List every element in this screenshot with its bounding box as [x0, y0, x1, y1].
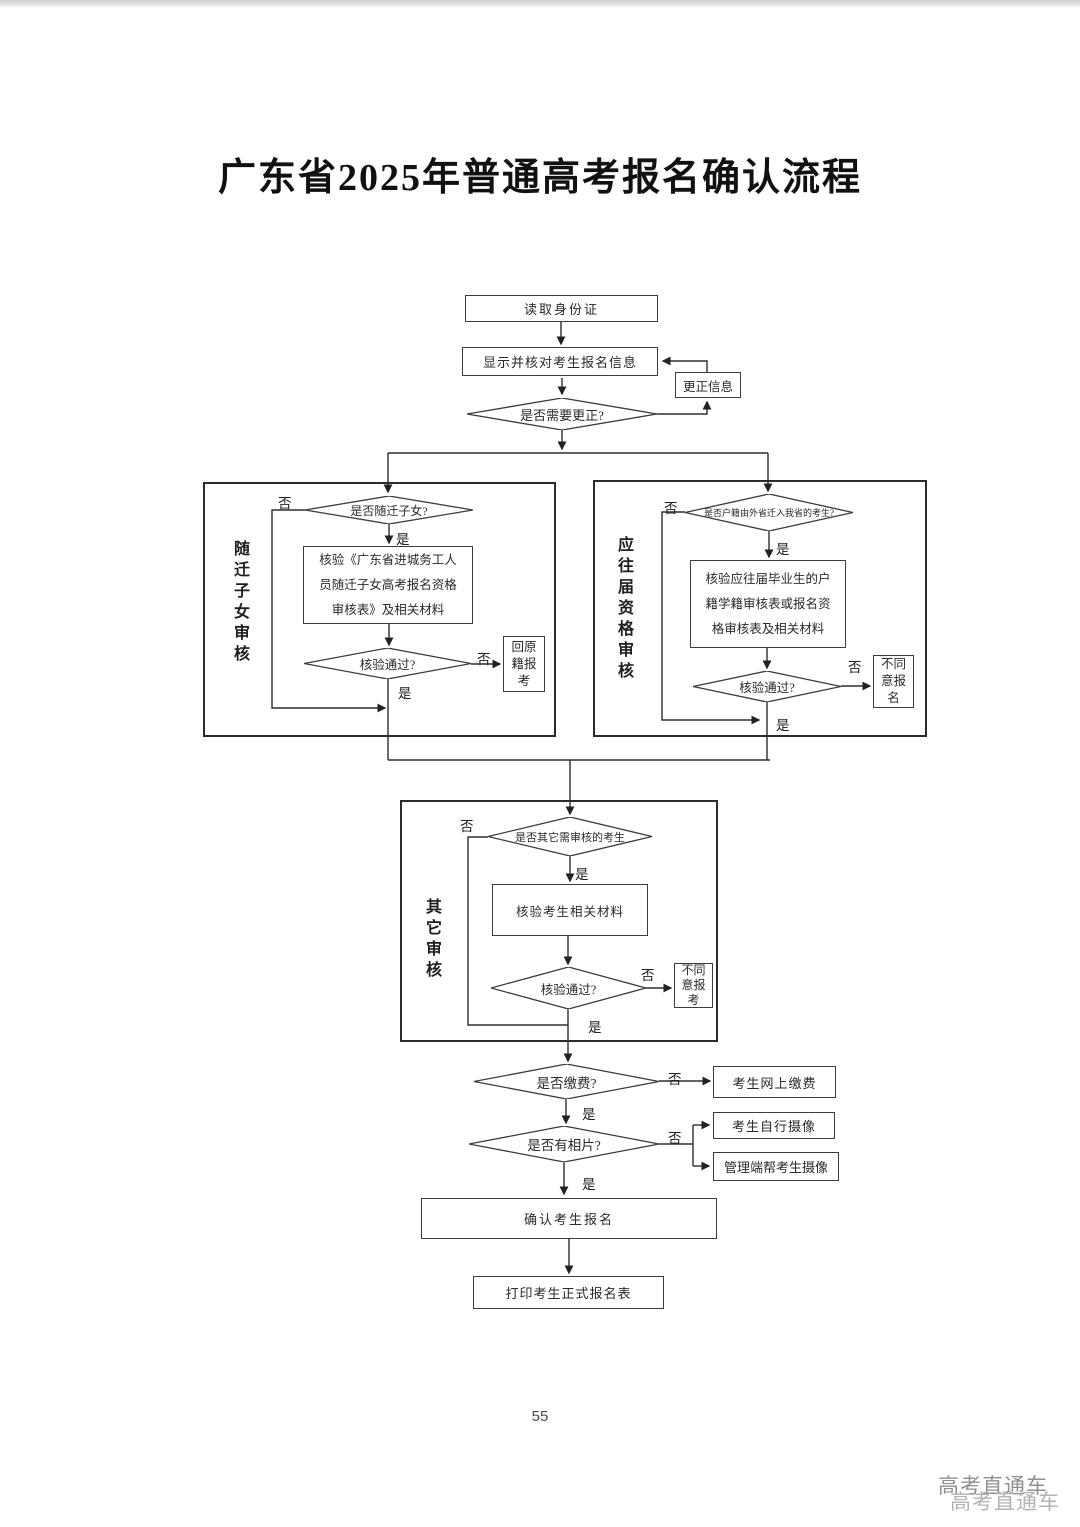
decision-is-paid-label: 是否缴费?	[536, 1075, 597, 1091]
decision-has-photo: 是否有相片?	[469, 1126, 659, 1162]
page-title: 广东省2025年普通高考报名确认流程	[217, 157, 862, 199]
diamond-shape	[467, 398, 657, 430]
no-label-other-pass: 否	[641, 968, 655, 983]
watermark-text-1: 高考直通车	[938, 1474, 1048, 1498]
diamond-shape	[469, 1126, 659, 1162]
node-migrant-verify: 核验《广东省进城务工人 员随迁子女高考报名资格 审核表》及相关材料	[303, 546, 473, 624]
decision-is-migrant-label: 是否随迁子女?	[350, 503, 428, 518]
node-self-photo: 考生自行摄像	[713, 1112, 835, 1139]
section-migrant-label: 随迁子女审核	[231, 540, 248, 666]
section-grad-review	[593, 480, 927, 737]
node-correct-info: 更正信息	[675, 372, 741, 398]
decision-is-hukou-migrated: 是否户籍由外省迁入我省的考生?	[685, 494, 853, 531]
decision-is-other-review: 是否其它需审核的考生	[488, 817, 652, 856]
yes-label-is-other: 是	[575, 867, 589, 882]
decision-migrant-pass: 核验通过?	[304, 648, 471, 679]
no-label-is-other: 否	[460, 819, 474, 834]
node-read-id: 读取身份证	[465, 295, 658, 322]
node-other-verify: 核验考生相关材料	[492, 884, 648, 936]
no-label-grad-pass: 否	[848, 660, 862, 675]
decision-is-other-review-label: 是否其它需审核的考生	[515, 831, 625, 844]
yes-label-grad-pass: 是	[776, 718, 790, 733]
migrant-verify-line2: 员随迁子女高考报名资格	[319, 577, 457, 592]
grad-verify-line2: 籍学籍审核表或报名资	[705, 596, 831, 611]
section-other-review	[400, 800, 718, 1042]
diamond-shape	[693, 671, 841, 702]
migrant-verify-line1: 核验《广东省进城务工人	[319, 552, 457, 567]
node-grad-verify: 核验应往届毕业生的户 籍学籍审核表或报名资 格审核表及相关材料	[690, 560, 846, 648]
yes-label-migrant-pass: 是	[398, 686, 412, 701]
diamond-shape	[474, 1064, 659, 1099]
node-deny-register-exam: 不同意报考	[674, 963, 713, 1008]
no-label-is-migrant: 否	[278, 496, 292, 511]
yes-label-other-pass: 是	[588, 1020, 602, 1035]
node-confirm-register: 确认考生报名	[421, 1198, 717, 1239]
decision-migrant-pass-label: 核验通过?	[359, 658, 416, 672]
node-admin-photo: 管理端帮考生摄像	[713, 1152, 839, 1181]
node-online-pay: 考生网上缴费	[713, 1066, 836, 1098]
diamond-shape	[685, 494, 853, 531]
decision-is-migrant: 是否随迁子女?	[305, 496, 473, 524]
section-migrant-review	[203, 482, 556, 737]
decision-is-paid: 是否缴费?	[474, 1064, 659, 1099]
diamond-shape	[305, 496, 473, 524]
yes-label-is-hukou: 是	[776, 542, 790, 557]
node-deny-register-name: 不同意报名	[873, 655, 914, 708]
node-return-origin: 回原籍报考	[503, 636, 545, 692]
node-display-verify: 显示并核对考生报名信息	[462, 347, 658, 376]
page-top-edge	[0, 0, 1080, 7]
diamond-shape	[488, 817, 652, 856]
decision-need-correction-label: 是否需要更正?	[520, 407, 604, 423]
decision-grad-pass: 核验通过?	[693, 671, 841, 702]
decision-grad-pass-label: 核验通过?	[739, 681, 795, 695]
decision-has-photo-label: 是否有相片?	[527, 1138, 601, 1153]
yes-label-is-paid: 是	[582, 1107, 596, 1122]
grad-verify-line1: 核验应往届毕业生的户	[705, 571, 831, 586]
watermark-text-2: 高考直通车	[950, 1490, 1060, 1514]
no-label-migrant-pass: 否	[477, 652, 491, 667]
grad-verify-line3: 格审核表及相关材料	[711, 621, 825, 636]
no-label-is-paid: 否	[668, 1072, 682, 1087]
decision-is-hukou-migrated-label: 是否户籍由外省迁入我省的考生?	[704, 508, 834, 518]
yes-label-has-photo: 是	[582, 1177, 596, 1192]
no-label-has-photo: 否	[668, 1131, 682, 1146]
yes-label-is-migrant: 是	[396, 532, 410, 547]
section-grad-label: 应往届资格审核	[615, 536, 632, 683]
section-other-label: 其它审核	[423, 898, 440, 982]
diamond-shape	[304, 648, 471, 679]
node-print-form: 打印考生正式报名表	[473, 1276, 664, 1309]
decision-need-correction: 是否需要更正?	[467, 398, 657, 430]
decision-other-pass: 核验通过?	[491, 967, 646, 1009]
decision-other-pass-label: 核验通过?	[540, 982, 597, 997]
diamond-shape	[491, 967, 646, 1009]
page-number: 55	[531, 1408, 549, 1425]
migrant-verify-line3: 审核表》及相关材料	[331, 602, 445, 617]
